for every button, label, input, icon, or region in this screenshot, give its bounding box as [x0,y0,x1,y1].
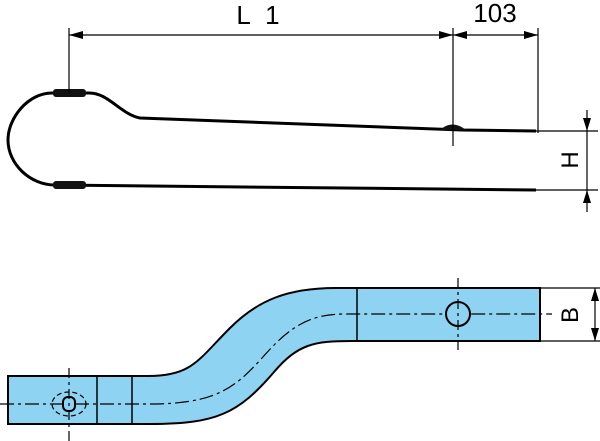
overhang-arrow-left [453,31,467,39]
strip-centerline [0,313,552,405]
h-label: H [557,151,584,168]
spring-eye-outline [6,91,537,192]
l1-label: L 1 [236,0,283,30]
overhang-arrow-right [524,31,538,39]
h-arrow-bottom [583,190,591,203]
b-arrow-bottom [591,328,599,341]
b-arrow-top [591,288,599,301]
spring-strip-body [7,287,541,425]
l1-arrow-right [439,31,453,39]
eye-clamp-bottom [53,181,86,189]
side-view: L 1 103 H [6,0,598,212]
h-arrow-top [583,118,591,131]
top-view: B [0,278,600,441]
l1-arrow-left [69,31,83,39]
b-label: B [557,307,584,323]
overhang-label: 103 [473,0,516,28]
